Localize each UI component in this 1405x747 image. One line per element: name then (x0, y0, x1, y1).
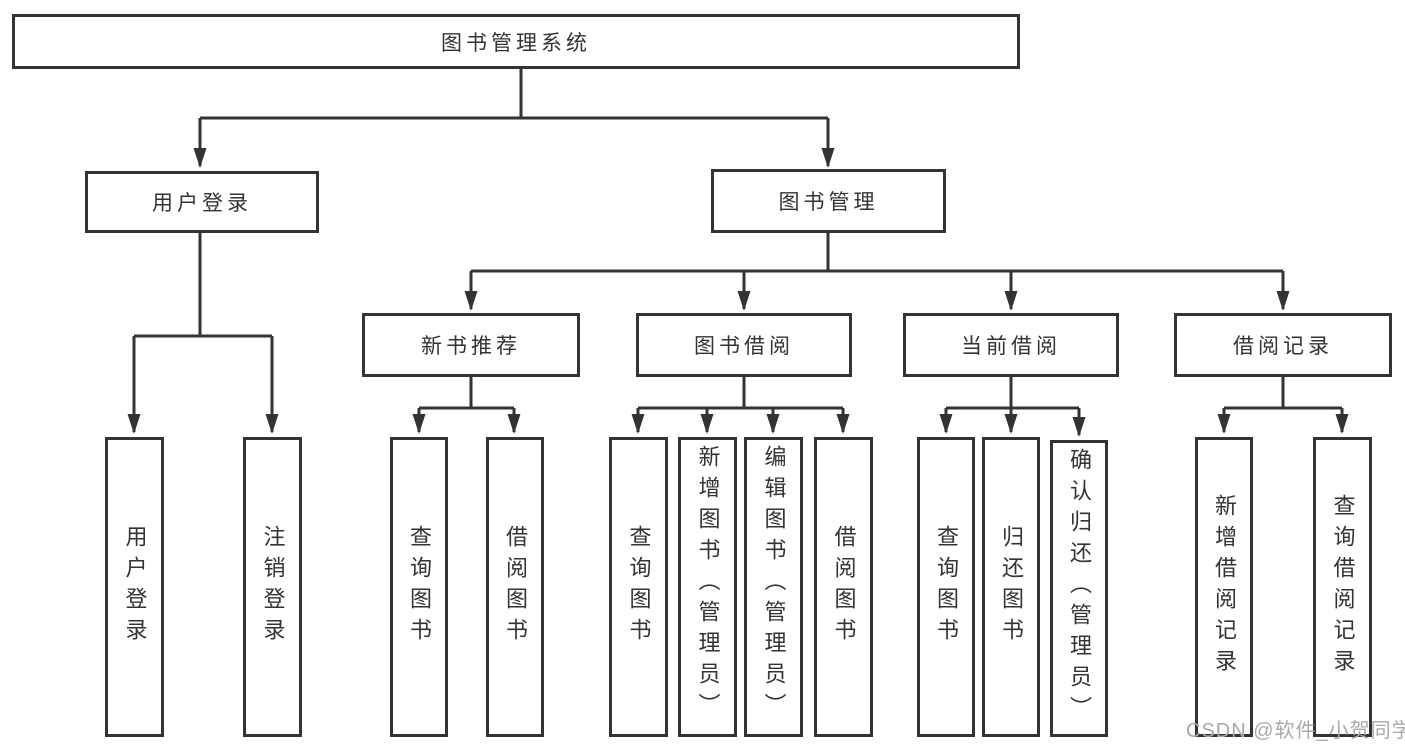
connector-book-borrow-children (631, 377, 850, 434)
connector-book-management-children (464, 233, 1290, 311)
watermark-text: CSDN @软件_小贺同学 (1186, 720, 1405, 742)
leaf-return-books: 归还图书 (982, 437, 1040, 737)
node-user-login: 用户登录 (85, 171, 319, 233)
leaf-borrow-books: 借阅图书 (814, 437, 873, 737)
leaf-borrow-books-recommend: 借阅图书 (486, 437, 544, 737)
connector-user-login-children (127, 233, 279, 434)
connector-root-to-level2 (193, 68, 835, 168)
leaf-query-books-current: 查询图书 (917, 437, 975, 737)
leaf-confirm-return-admin: 确认归还（管理员） (1050, 440, 1108, 737)
leaf-logout-login: 注销登录 (243, 437, 302, 737)
leaf-query-books-recommend: 查询图书 (390, 437, 448, 737)
leaf-query-borrow-record: 查询借阅记录 (1313, 437, 1372, 737)
connector-borrow-records-children (1217, 377, 1349, 434)
connector-current-borrow-children (939, 377, 1086, 437)
leaf-add-borrow-record: 新增借阅记录 (1195, 437, 1253, 737)
node-book-management: 图书管理 (711, 169, 946, 233)
node-borrowing-records: 借阅记录 (1174, 313, 1392, 377)
node-library-system: 图书管理系统 (12, 14, 1020, 69)
node-new-book-recommendation: 新书推荐 (362, 313, 580, 377)
leaf-add-books-admin: 新增图书（管理员） (678, 437, 737, 737)
leaf-user-login: 用户登录 (105, 437, 164, 737)
node-current-borrowing: 当前借阅 (903, 313, 1119, 377)
connector-new-book-children (412, 377, 521, 434)
leaf-edit-books-admin: 编辑图书（管理员） (744, 437, 803, 737)
node-book-borrowing: 图书借阅 (636, 313, 852, 377)
leaf-query-books-borrow: 查询图书 (609, 437, 668, 737)
